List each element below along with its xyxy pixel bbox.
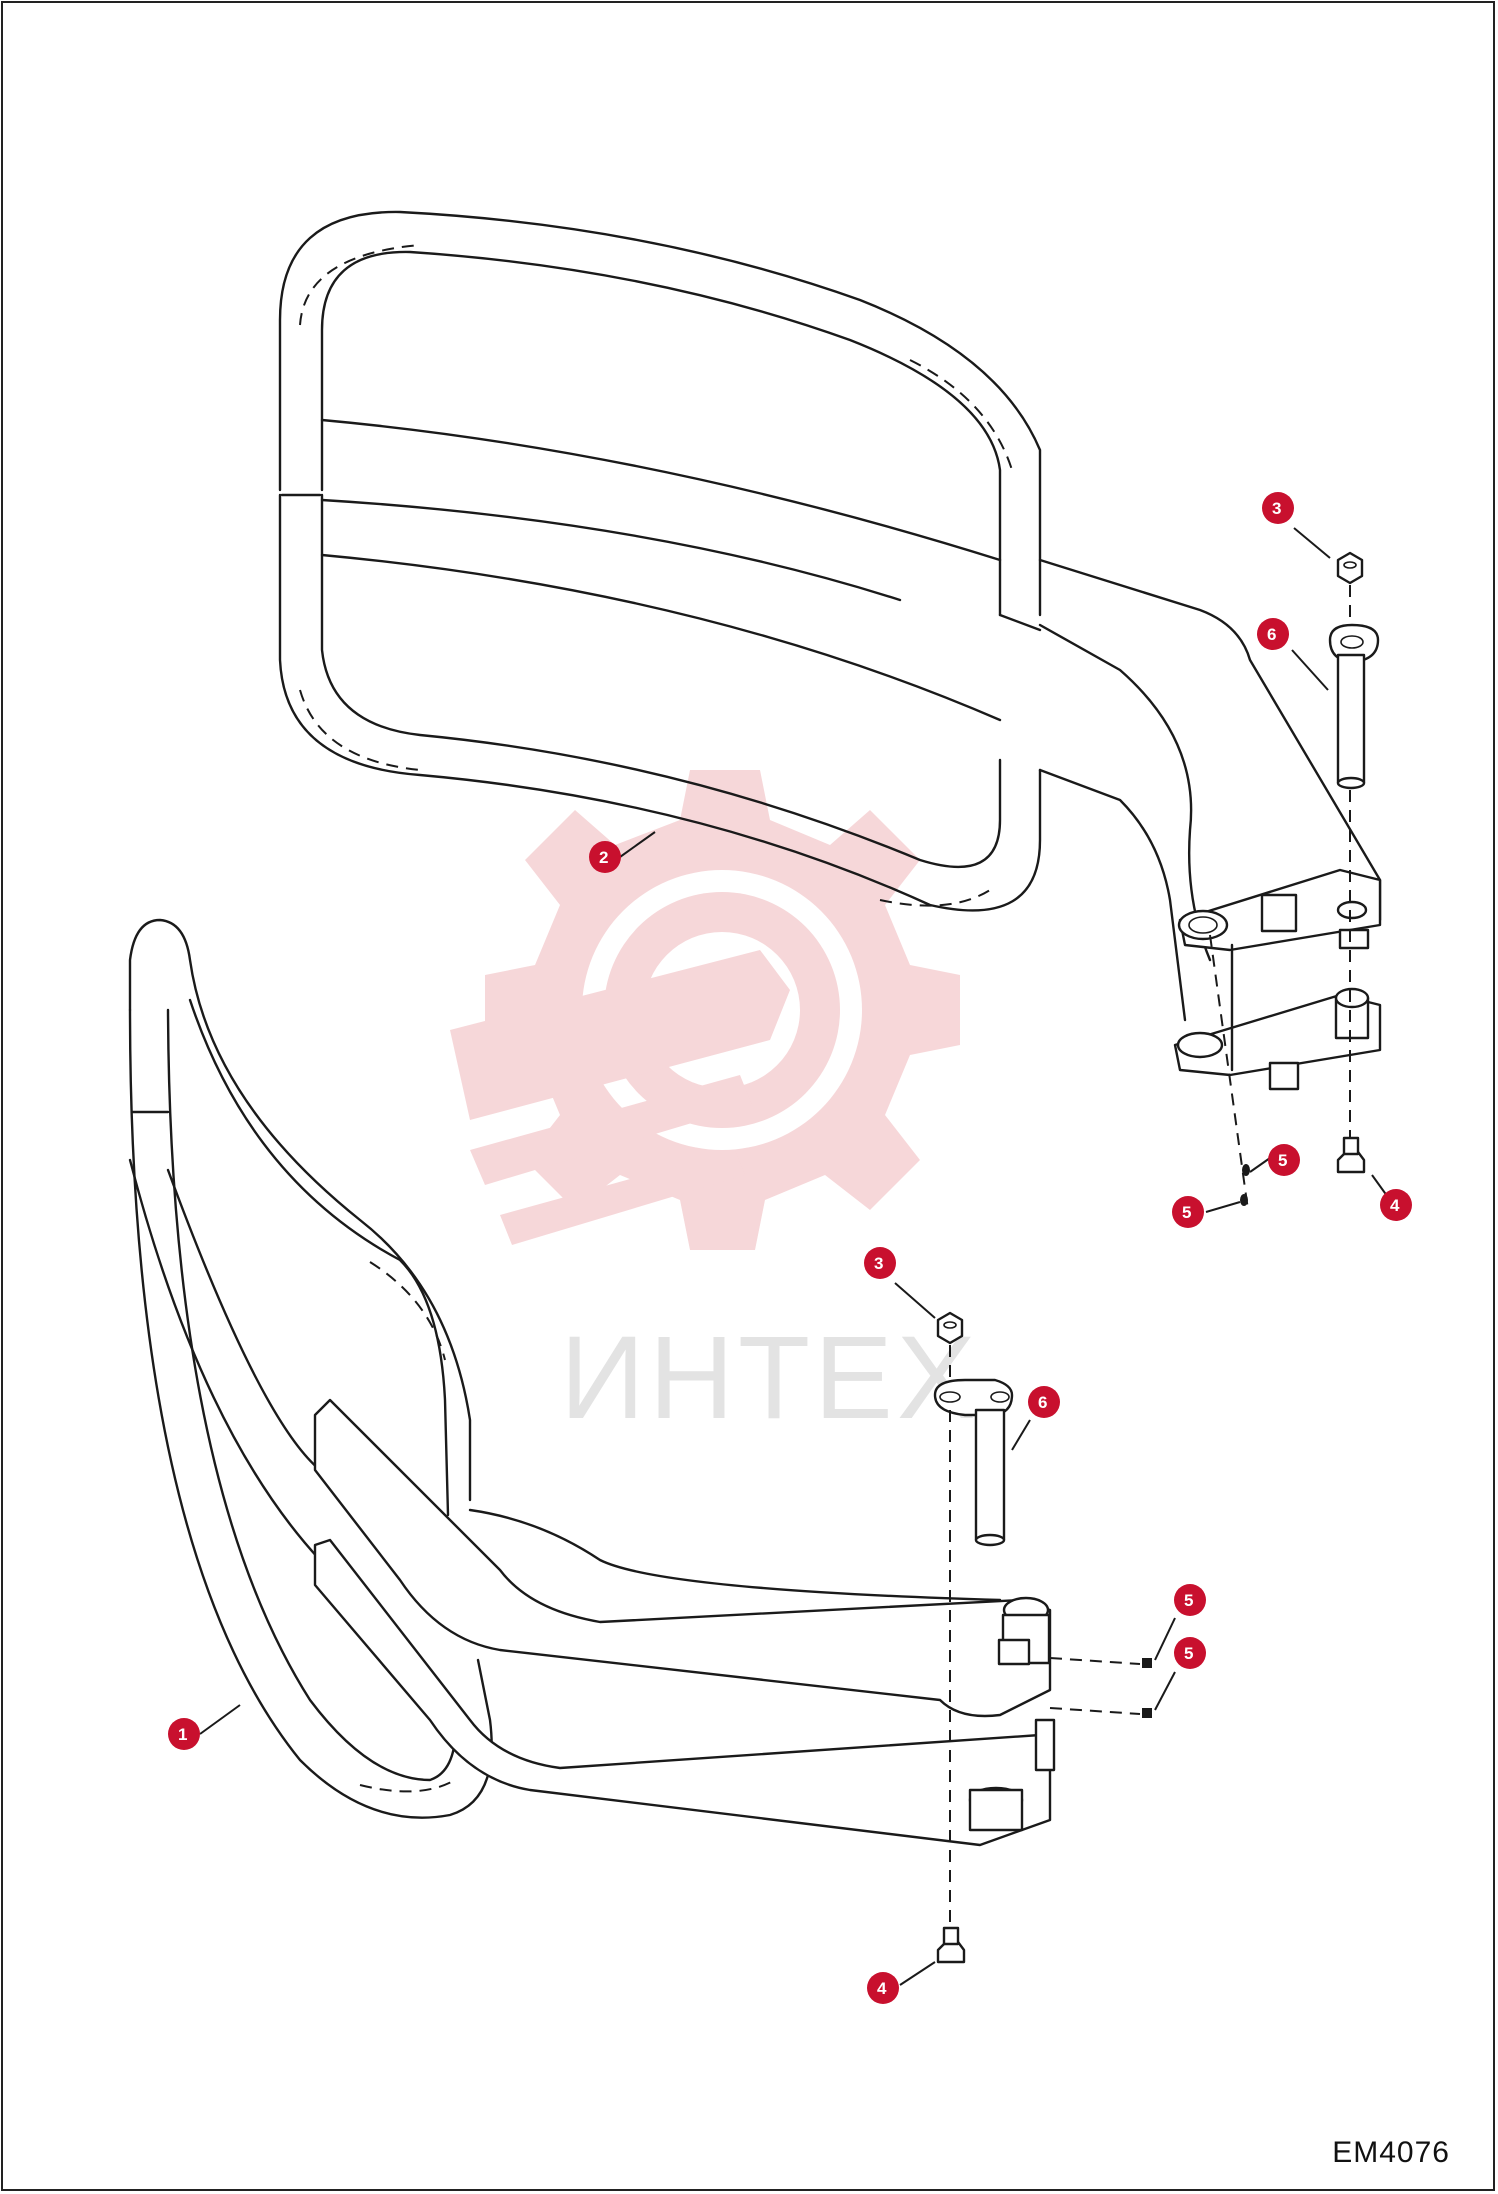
callout-6-upper: 6 <box>1257 618 1329 691</box>
callout-2: 2 <box>589 831 656 873</box>
callout-5-upper-a: 5 <box>1249 1144 1300 1176</box>
watermark-text: ИНТЕХ <box>560 1312 980 1444</box>
svg-text:4: 4 <box>877 1979 887 1998</box>
svg-text:5: 5 <box>1184 1644 1193 1663</box>
callout-4-upper: 4 <box>1371 1174 1412 1221</box>
svg-text:3: 3 <box>1272 499 1281 518</box>
callout-4-lower: 4 <box>867 1961 936 2004</box>
callout-5-upper-b: 5 <box>1172 1196 1241 1228</box>
svg-text:6: 6 <box>1267 625 1276 644</box>
svg-text:6: 6 <box>1038 1393 1047 1412</box>
callout-1: 1 <box>168 1704 241 1750</box>
svg-text:2: 2 <box>599 848 608 867</box>
drawing-code: EM4076 <box>1332 2136 1450 2169</box>
callout-6-lower: 6 <box>1011 1386 1060 1451</box>
svg-text:1: 1 <box>178 1725 187 1744</box>
callout-3-lower: 3 <box>864 1247 936 1319</box>
upper-guard-assembly <box>278 210 1382 1211</box>
svg-text:5: 5 <box>1184 1591 1193 1610</box>
svg-text:5: 5 <box>1182 1203 1191 1222</box>
callout-5-lower-a: 5 <box>1154 1584 1206 1661</box>
lower-guard-assembly <box>128 918 1152 1964</box>
svg-text:5: 5 <box>1278 1151 1287 1170</box>
svg-text:3: 3 <box>874 1254 883 1273</box>
callout-5-lower-b: 5 <box>1154 1637 1206 1711</box>
callout-3-upper: 3 <box>1262 492 1331 559</box>
svg-text:4: 4 <box>1390 1196 1400 1215</box>
watermark-gear-icon <box>450 770 960 1250</box>
